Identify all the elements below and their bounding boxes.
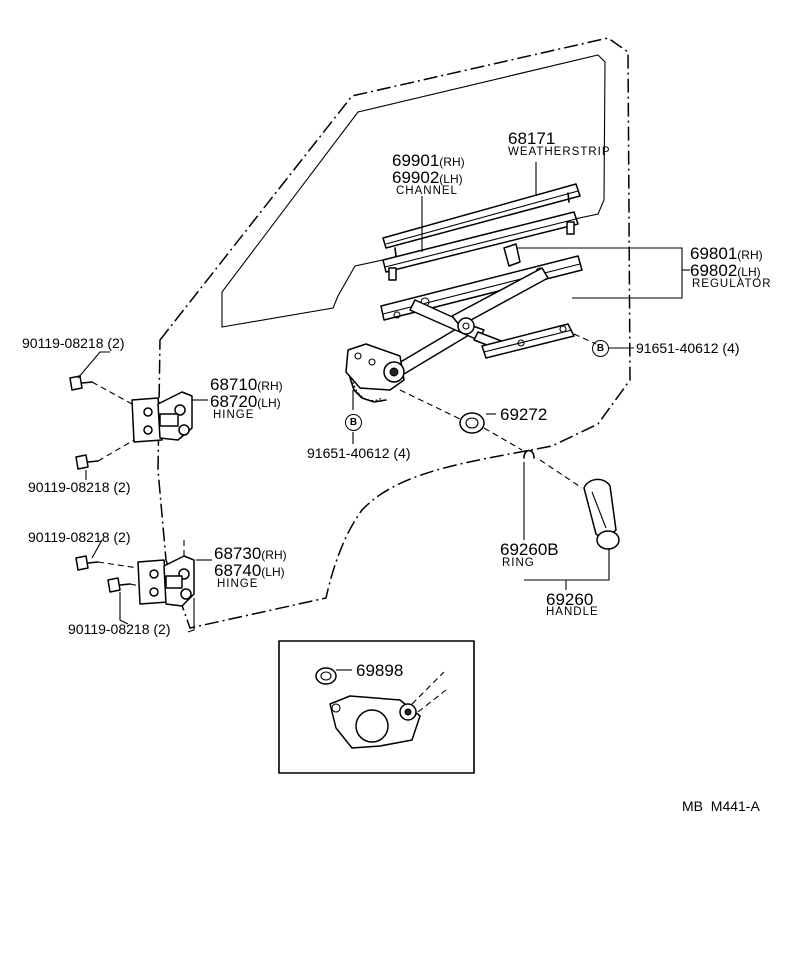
regulator-lower-bracket	[481, 323, 575, 359]
callout-b-left: B	[345, 414, 362, 431]
regulator-number-lh: 69802(LH)	[690, 262, 761, 279]
upper-hinge-number-rh: 68710(RH)	[210, 376, 283, 393]
lower-hinge-side-rh: (RH)	[261, 548, 287, 562]
lower-hinge-number-lh: 68740(LH)	[214, 562, 285, 579]
hinge-bolt-label-4: 90119-08218 (2)	[68, 621, 171, 637]
installation-lines	[91, 333, 597, 587]
channel-side-rh: (RH)	[439, 155, 465, 169]
ring-name: RING	[502, 557, 535, 569]
lower-hinge-number-rh: 68730(RH)	[214, 545, 287, 562]
regulator-number-lh-value: 69802	[690, 261, 738, 280]
upper-hinge-number-lh-value: 68720	[210, 392, 258, 411]
regulator-clip	[503, 243, 521, 267]
handle-number: 69260	[546, 590, 594, 609]
regulator-side-rh: (RH)	[737, 248, 763, 262]
channel-number-rh: 69901(RH)	[392, 152, 465, 169]
hinge-bolt-label-2: 90119-08218 (2)	[28, 479, 131, 495]
ring-number: 69260B	[500, 540, 559, 559]
regulator-arms	[386, 267, 549, 381]
inset-box	[278, 640, 475, 774]
channel-name: CHANNEL	[396, 185, 458, 197]
lower-hinge-side-lh: (LH)	[261, 565, 285, 579]
channel-side-lh: (LH)	[439, 172, 463, 186]
seal-number: 69272	[500, 405, 548, 424]
upper-hinge-number-rh-value: 68710	[210, 375, 258, 394]
weatherstrip-name: WEATHERSTRIP	[508, 146, 611, 158]
channel-number-rh-value: 69901	[392, 151, 440, 170]
upper-hinge-name: HINGE	[213, 409, 255, 421]
lower-hinge-name: HINGE	[217, 578, 259, 590]
regulator-side-lh: (LH)	[737, 265, 761, 279]
ring-part	[523, 449, 535, 459]
lower-hinge-number-rh-value: 68730	[214, 544, 262, 563]
regulator-number-rh-value: 69801	[690, 244, 738, 263]
diagram-code: MB M441-A	[682, 798, 760, 814]
regulator-gear-housing	[345, 343, 405, 403]
channel-number-lh-value: 69902	[392, 168, 440, 187]
window-opening	[221, 54, 606, 328]
hinge-bolt-label-1: 90119-08218 (2)	[22, 335, 125, 351]
hinge-bolt-label-3: 90119-08218 (2)	[28, 529, 131, 545]
regulator-bolt-label-right: 91651-40612 (4)	[636, 340, 740, 356]
door-outline	[157, 37, 631, 629]
regulator-number-rh: 69801(RH)	[690, 245, 763, 262]
handle-part	[583, 478, 620, 550]
hinge-bolts	[69, 375, 131, 593]
channel-number-lh: 69902(LH)	[392, 169, 463, 186]
channel-part	[382, 211, 579, 281]
lower-hinge-part	[137, 555, 195, 607]
regulator-bolt-label-left: 91651-40612 (4)	[307, 445, 411, 461]
callout-b-right: B	[592, 340, 609, 357]
weatherstrip-part	[382, 183, 581, 257]
lower-hinge-number-lh-value: 68740	[214, 561, 262, 580]
seal-part	[459, 412, 485, 434]
regulator-name: REGULATOR	[692, 278, 772, 290]
upper-hinge-part	[131, 391, 193, 443]
upper-hinge-side-rh: (RH)	[257, 379, 283, 393]
upper-hinge-side-lh: (LH)	[257, 396, 281, 410]
handle-name: HANDLE	[546, 606, 599, 618]
leader-lines	[77, 162, 690, 671]
upper-hinge-number-lh: 68720(LH)	[210, 393, 281, 410]
inset-part-number: 69898	[356, 661, 404, 680]
weatherstrip-number: 68171	[508, 129, 556, 148]
